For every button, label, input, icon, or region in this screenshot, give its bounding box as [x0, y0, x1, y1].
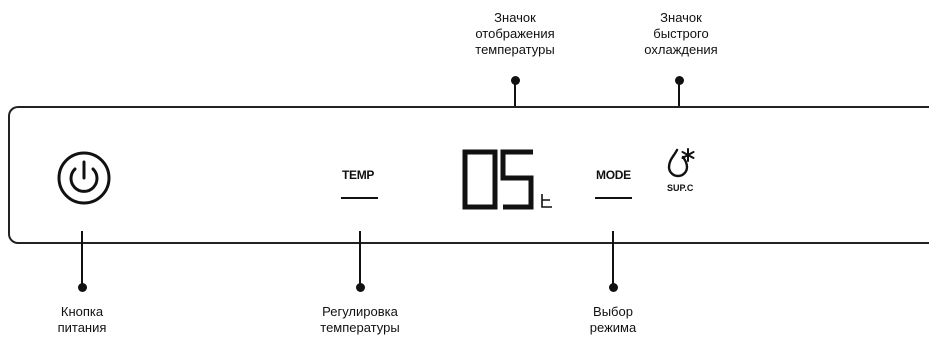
leader-dot-temp-adjust	[356, 283, 365, 292]
leader-line-temp-adjust	[359, 231, 361, 287]
temperature-display	[462, 149, 552, 210]
power-icon[interactable]	[56, 150, 112, 206]
mode-button-label[interactable]: MODE	[596, 168, 631, 182]
callout-temp-adjust: Регулировка температуры	[320, 304, 400, 335]
callout-fast-cool-icon: Значок быстрого охлаждения	[644, 10, 718, 57]
snowflake-drop-icon[interactable]	[666, 146, 698, 178]
supc-label: SUP.C	[667, 183, 694, 193]
leader-dot-mode	[609, 283, 618, 292]
leader-line-fast-cool	[678, 80, 680, 126]
leader-dot-power	[78, 283, 87, 292]
leader-line-power	[81, 231, 83, 287]
callout-temp-display-icon: Значок отображения температуры	[475, 10, 555, 57]
temp-button-label[interactable]: TEMP	[342, 168, 375, 182]
mode-button-underline	[595, 197, 632, 199]
control-panel	[8, 106, 929, 244]
callout-mode-select: Выбор режима	[589, 304, 637, 335]
temp-button-underline	[341, 197, 378, 199]
callout-power-button: Кнопка питания	[57, 304, 107, 335]
leader-line-mode	[612, 231, 614, 287]
